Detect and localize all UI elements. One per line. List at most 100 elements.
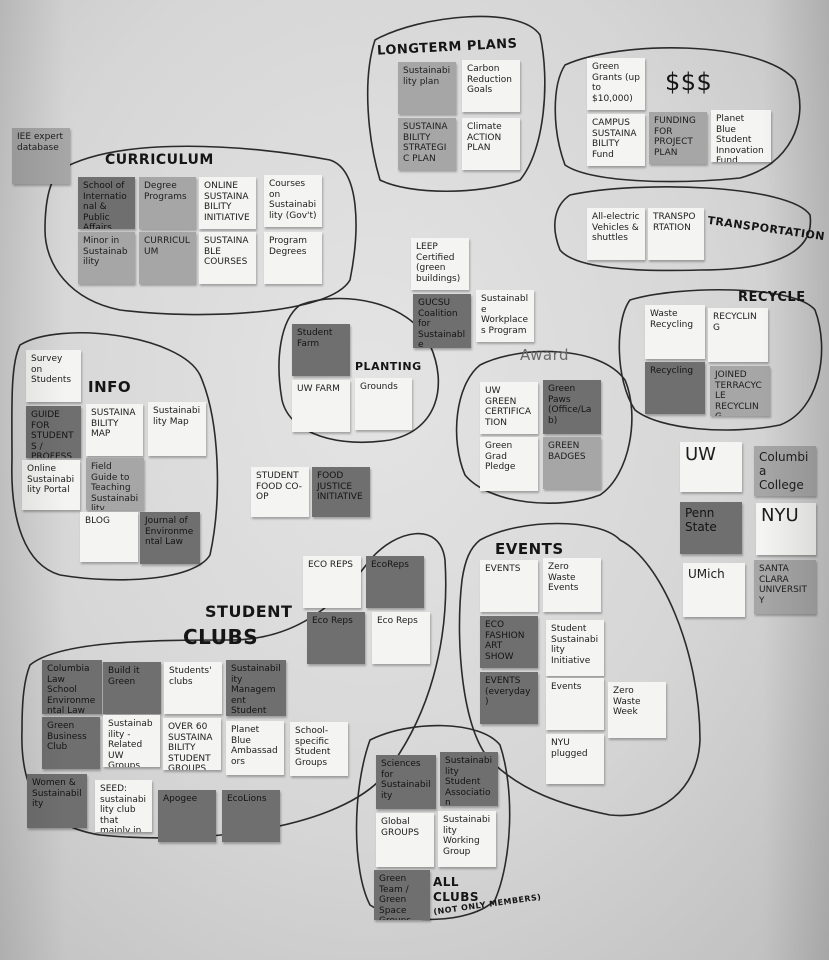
curriculum-heading: CURRICULUM — [105, 152, 214, 168]
note-recycling: RECYCLING — [708, 308, 768, 362]
note-sustainability-student-assoc: Sustainability Student Association — [440, 752, 498, 806]
info-heading: INFO — [88, 378, 132, 396]
note-all-electric: All-electric Vehicles & shuttles — [587, 208, 645, 260]
note-program-degrees: Program Degrees — [264, 232, 322, 284]
note-climate-action-plan: Climate ACTION PLAN — [462, 118, 520, 170]
note-transportation: TRANSPORTATION — [648, 208, 704, 260]
allclubs-outline — [355, 724, 511, 921]
all-clubs-heading-line1: ALL — [433, 875, 460, 889]
note-journal-environmental-law: Journal of Environmental Law — [140, 512, 200, 564]
note-uw-green-certification: UW GREEN CERTIFICATION — [480, 382, 538, 434]
note-green-grants: Green Grants (up to $10,000) — [587, 58, 645, 110]
award-heading: Award — [520, 346, 570, 364]
note-eco-reps-2: EcoReps — [366, 556, 424, 608]
note-eco-reps-1: ECO REPS — [303, 556, 361, 608]
note-sustainable-courses: SUSTAINABLE COURSES — [199, 232, 256, 284]
note-iee-database: IEE expert database — [12, 128, 70, 184]
note-ecolions: EcoLions — [222, 790, 280, 842]
note-build-it-green: Build it Green — [103, 662, 161, 714]
note-online-initiative: ONLINE SUSTAINABILITY INITIATIVE — [199, 177, 256, 229]
note-sustainability-map-2: Sustainability Map — [148, 402, 206, 456]
note-zero-waste-week: Zero Waste Week — [608, 682, 666, 738]
planting-heading: PLANTING — [355, 360, 422, 373]
note-apogee: Apogee — [158, 790, 216, 842]
note-green-badges: GREEN BADGES — [543, 437, 601, 489]
money-heading: $$$ — [665, 68, 713, 96]
events-outline — [458, 522, 701, 817]
note-nyu-plugged: NYU plugged — [546, 734, 604, 784]
note-student-food-coop: STUDENT FOOD CO-OP — [251, 467, 309, 517]
note-uw-groups: Sustainability - Related UW Groups (many… — [103, 715, 160, 767]
note-events-everyday: EVENTS (everyday) — [480, 672, 538, 724]
note-school-columbia: Columbia College — [754, 446, 816, 496]
note-terracycle: JOINED TERRACYCLE RECYCLING — [710, 366, 770, 416]
note-strategic-plan: SUSTAINABILITY STRATEGIC PLAN — [398, 118, 456, 170]
note-school-penn-state: Penn State — [680, 502, 742, 554]
award-outline — [455, 350, 633, 504]
note-survey-students: Survey on Students — [26, 350, 81, 402]
note-school-umich: UMich — [683, 563, 745, 617]
note-courses-sustainability: Courses on Sustainability (Gov't) — [264, 175, 322, 227]
recycle-heading: RECYCLE — [738, 290, 806, 305]
curriculum-outline — [44, 145, 357, 316]
note-carbon-goals: Carbon Reduction Goals — [462, 60, 520, 112]
note-degree-programs: Degree Programs — [139, 177, 196, 229]
note-eco-reps-3: Eco Reps — [307, 612, 365, 664]
note-eco-reps-4: Eco Reps — [372, 612, 430, 664]
all-clubs-heading-line2: CLUBS — [433, 890, 480, 904]
note-green-paws: Green Paws (Office/Lab) — [543, 380, 601, 434]
note-green-business-club: Green Business Club — [42, 717, 100, 769]
note-recycling-small: Recycling — [645, 362, 705, 414]
note-green-grad-pledge: Green Grad Pledge — [480, 437, 538, 491]
note-sustainability-working-group: Sustainability Working Group — [438, 811, 496, 867]
planting-outline — [278, 297, 440, 444]
money-outline — [554, 46, 801, 183]
events-heading: EVENTS — [495, 540, 564, 558]
note-field-guide: Field Guide to Teaching Sustainability — [86, 458, 144, 510]
note-student-farm: Student Farm — [292, 324, 350, 376]
note-planet-blue-fund: Planet Blue Student Innovation Fund — [711, 110, 771, 162]
note-events-1: EVENTS — [480, 560, 538, 612]
note-global-groups: Global GROUPS — [376, 813, 434, 867]
note-columbia-law-society: Columbia Law School Environmental Law So… — [42, 660, 102, 714]
note-over-60-groups: OVER 60 SUSTAINABILITY STUDENT GROUPS — [163, 718, 221, 770]
note-food-justice: FOOD JUSTICE INITIATIVE — [312, 467, 370, 517]
longterm-outline — [366, 15, 546, 192]
note-green-team: Green Team / Green Space Groups — [374, 870, 430, 920]
note-sciences-sustainability: Sciences for Sustainability — [376, 755, 436, 809]
note-school-uw: UW — [680, 442, 742, 492]
note-online-portal: Online Sustainability Portal — [22, 460, 80, 510]
note-planet-blue-ambassadors: Planet Blue Ambassadors — [226, 721, 284, 775]
note-curriculum: CURRICULUM — [139, 232, 196, 284]
info-outline — [11, 331, 219, 581]
note-sustainability-map-1: SUSTAINABILITY MAP — [86, 404, 143, 456]
note-waste-recycling: Waste Recycling — [645, 305, 705, 359]
note-school-nyu: NYU — [756, 503, 816, 555]
note-minor-sustainability: Minor in Sustainability — [78, 232, 135, 284]
note-sustainability-mgmt: Sustainability Management Student Associ… — [226, 660, 286, 716]
note-gcsu-coalition: GUCSU Coalition for Sustainable Developm… — [413, 294, 471, 348]
transportation-outline — [554, 186, 812, 272]
note-zero-waste-events: Zero Waste Events — [543, 558, 601, 612]
note-seed: SEED: sustainability club that mainly in… — [95, 780, 152, 832]
note-blog: BLOG — [80, 512, 138, 562]
note-uw-farm: UW FARM — [292, 380, 350, 432]
note-leep-certified: LEEP Certified (green buildings) — [411, 238, 469, 290]
note-student-initiative: Student Sustainability Initiative — [546, 620, 604, 676]
note-women-sustainability: Women & Sustainability — [27, 774, 87, 828]
student-clubs-heading-line2: CLUBS — [183, 625, 259, 649]
note-school-santa-clara: SANTA CLARA UNIVERSITY — [754, 560, 816, 614]
student-clubs-heading-line1: STUDENT — [205, 602, 293, 621]
recycle-outline — [618, 289, 823, 431]
note-eco-fashion: ECO FASHION ART SHOW — [480, 616, 538, 668]
note-events-3: Events — [546, 678, 604, 730]
note-guide-students: GUIDE FOR STUDENTS / PROFESSOR — [26, 406, 81, 458]
note-funding-project: FUNDING FOR PROJECT PLAN — [649, 112, 707, 164]
note-grounds: Grounds — [355, 378, 412, 430]
note-campus-fund: CAMPUS SUSTAINABILITY Fund — [587, 114, 645, 166]
note-students-clubs: Students' clubs — [164, 662, 222, 714]
note-workplaces-program: Sustainable Workplaces Program — [476, 290, 534, 342]
note-school-specific-groups: School-specific Student Groups — [290, 722, 348, 776]
note-school-intl-affairs: School of International & Public Affairs — [78, 177, 135, 229]
